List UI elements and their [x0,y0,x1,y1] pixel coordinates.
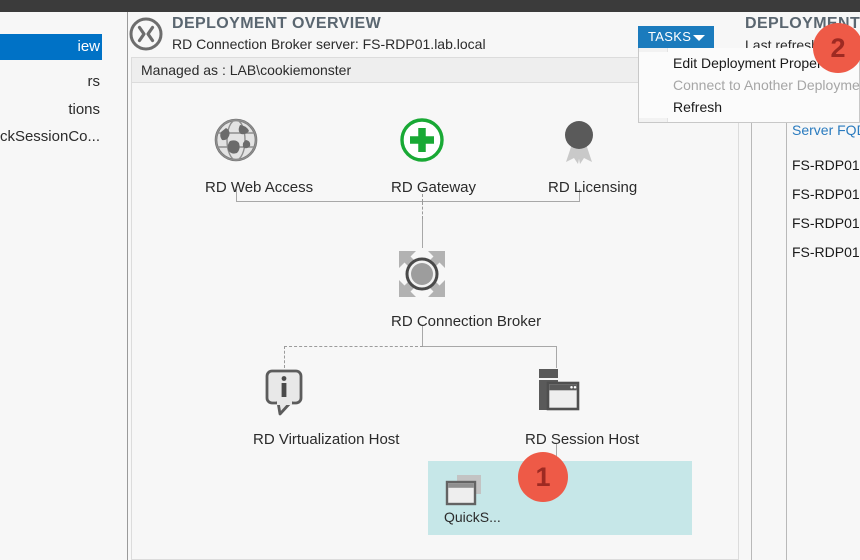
chevron-down-icon [693,35,705,41]
connector-top-horizontal [236,201,580,202]
table-row[interactable]: FS-RDP01.LAB.LOCAL [792,186,860,202]
table-row[interactable]: FS-RDP01.LAB.LOCAL [792,244,860,260]
tasks-button[interactable]: TASKS [638,26,714,48]
connector-virthost-drop-dashed [284,346,285,368]
menu-item-refresh[interactable]: Refresh [639,96,859,118]
collection-windows-icon [444,473,486,512]
sidebar-item-label: tions [0,97,102,123]
info-bubble-icon [253,366,315,423]
annotation-badge-number: 2 [830,33,845,63]
node-rd-licensing[interactable]: RD Licensing [548,114,610,196]
node-label: RD Web Access [205,179,267,196]
sidebar-item-label: iew [0,34,102,60]
globe-icon [205,114,267,171]
collection-label: QuickS... [444,509,501,525]
servers-table-gutter-2 [751,56,787,560]
node-label: RD Gateway [391,179,453,196]
annotation-badge-2: 2 [813,23,860,73]
table-row[interactable]: FS-RDP01.LAB.LOCAL [792,215,860,231]
tasks-button-label: TASKS [648,29,691,44]
annotation-badge-number: 1 [535,462,550,492]
table-row[interactable]: FS-RDP01.LAB.LOCAL [792,157,860,173]
connector-bottom-right-horizontal [422,346,557,347]
sidebar-spacer [102,12,128,560]
node-rd-gateway[interactable]: RD Gateway [391,114,453,196]
node-rd-connection-broker[interactable]: RD Connection Broker [391,248,453,330]
column-header-server-fqdn[interactable]: Server FQDN [792,122,860,138]
server-window-icon [525,366,587,423]
node-label: RD Virtualization Host [253,431,315,448]
sidebar-item-quicksessioncollection[interactable]: ckSessionCo... [0,124,102,150]
page-title: DEPLOYMENT OVERVIEW [172,15,381,33]
sidebar-item-collections[interactable]: tions [0,97,102,123]
sidebar-nav: iew rs tions ckSessionCo... [0,12,103,560]
connection-broker-icon [391,248,453,305]
connector-bottom-left-dashed [284,346,423,347]
window-chrome-bar [0,0,860,12]
connector-broker-up [422,219,423,248]
plus-circle-icon [391,114,453,171]
connector-sessionhost-drop [556,346,557,368]
sidebar-item-label: rs [0,69,102,95]
connector-gateway-dashed-down [422,202,423,219]
deployment-overview-icon [128,16,164,52]
node-rd-web-access[interactable]: RD Web Access [205,114,267,196]
menu-item-connect-to-another-deployment: Connect to Another Deployment [639,74,859,96]
node-label: RD Licensing [548,179,610,196]
node-rd-session-host[interactable]: RD Session Host [525,366,587,448]
sidebar-item-overview[interactable]: iew [0,34,102,60]
managed-as-text: Managed as : LAB\cookiemonster [141,62,351,78]
deployment-diagram: RD Web Access RD Gateway [131,83,739,560]
connector-broker-down [422,326,423,346]
node-rd-virtualization-host[interactable]: RD Virtualization Host [253,366,315,448]
annotation-badge-1: 1 [518,452,568,502]
page-subtitle: RD Connection Broker server: FS-RDP01.la… [172,36,486,52]
award-ribbon-icon [548,114,610,171]
sidebar-item-label: ckSessionCo... [0,124,102,150]
sidebar-item-servers[interactable]: rs [0,69,102,95]
